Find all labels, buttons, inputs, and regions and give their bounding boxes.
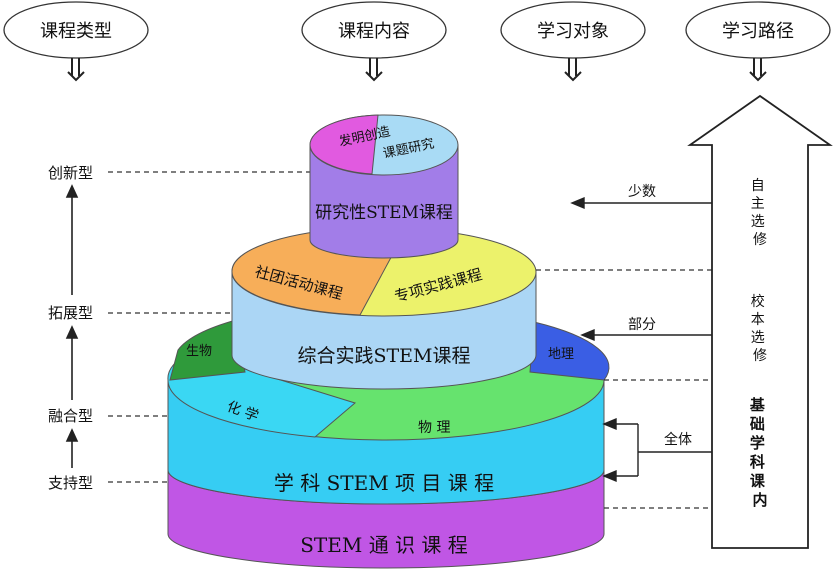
header-learners: 学习对象 <box>500 1 646 82</box>
path-basic-ch5: 课 <box>750 472 766 490</box>
svg-text:校 本 选 修: 校 本 选 修 <box>751 293 769 364</box>
learner-few: 少数 <box>628 184 656 200</box>
path-basic-ch4: 科 <box>750 453 765 471</box>
path-basic-ch6: 内 <box>752 491 767 509</box>
course-general-stem: STEM 通 识 课 程 <box>300 533 468 557</box>
level-arrows <box>65 184 79 468</box>
header-learning-path: 学习路径 <box>685 1 831 82</box>
down-arrow-icon <box>365 58 383 82</box>
tier-comprehensive-stem <box>231 227 537 390</box>
course-comprehensive-stem: 综合实践STEM课程 <box>297 345 470 367</box>
level-supporting: 支持型 <box>48 474 93 492</box>
course-research-stem: 研究性STEM课程 <box>315 203 453 223</box>
level-innovative: 创新型 <box>48 164 93 182</box>
level-integrated: 融合型 <box>48 407 93 425</box>
learner-arrows <box>570 196 720 483</box>
svg-text:自 主 选 修: 自 主 选 修 <box>751 178 769 248</box>
path-basic-ch2: 础 <box>750 415 765 433</box>
header-course-type-text: 课程类型 <box>40 21 112 42</box>
down-arrow-icon <box>564 58 582 82</box>
path-basic-ch1: 基 <box>749 396 766 414</box>
path-self-elective: 自 主 选 修 <box>751 178 769 248</box>
path-school-elective-ch4: 修 <box>753 348 767 364</box>
path-self-elective-ch2: 主 <box>751 196 765 212</box>
path-school-elective: 校 本 选 修 <box>751 293 769 364</box>
path-school-elective-ch1: 校 <box>751 293 765 310</box>
header-learning-path-text: 学习路径 <box>722 21 794 42</box>
header-course-content-text: 课程内容 <box>338 21 410 42</box>
level-extended: 拓展型 <box>48 304 93 322</box>
path-self-elective-ch4: 修 <box>753 232 767 248</box>
level-leaders <box>108 171 310 483</box>
header-course-content: 课程内容 <box>301 1 447 82</box>
learner-some: 部分 <box>628 317 656 333</box>
svg-text:基 础 学 科: 基 础 学 科 课 内 <box>749 396 770 509</box>
path-school-elective-ch3: 选 <box>751 330 765 346</box>
path-basic-ch3: 学 <box>750 434 765 452</box>
header-learners-text: 学习对象 <box>537 21 609 42</box>
learner-all: 全体 <box>664 431 692 448</box>
learning-path-arrow <box>687 94 833 549</box>
path-school-elective-ch2: 本 <box>751 312 765 328</box>
path-basic-subject: 基 础 学 科 课 内 <box>749 396 770 509</box>
course-biology: 生物 <box>186 344 212 359</box>
course-subject-stem: 学 科 STEM 项 目 课 程 <box>274 471 494 495</box>
course-geography: 地理 <box>548 347 574 362</box>
path-self-elective-ch1: 自 <box>751 178 765 194</box>
down-arrow-icon <box>749 58 767 82</box>
course-physics: 物 理 <box>418 420 450 436</box>
down-arrow-icon <box>67 58 85 82</box>
tier-research-stem <box>309 114 459 259</box>
path-self-elective-ch3: 选 <box>751 214 765 230</box>
header-course-type: 课程类型 <box>3 1 149 82</box>
